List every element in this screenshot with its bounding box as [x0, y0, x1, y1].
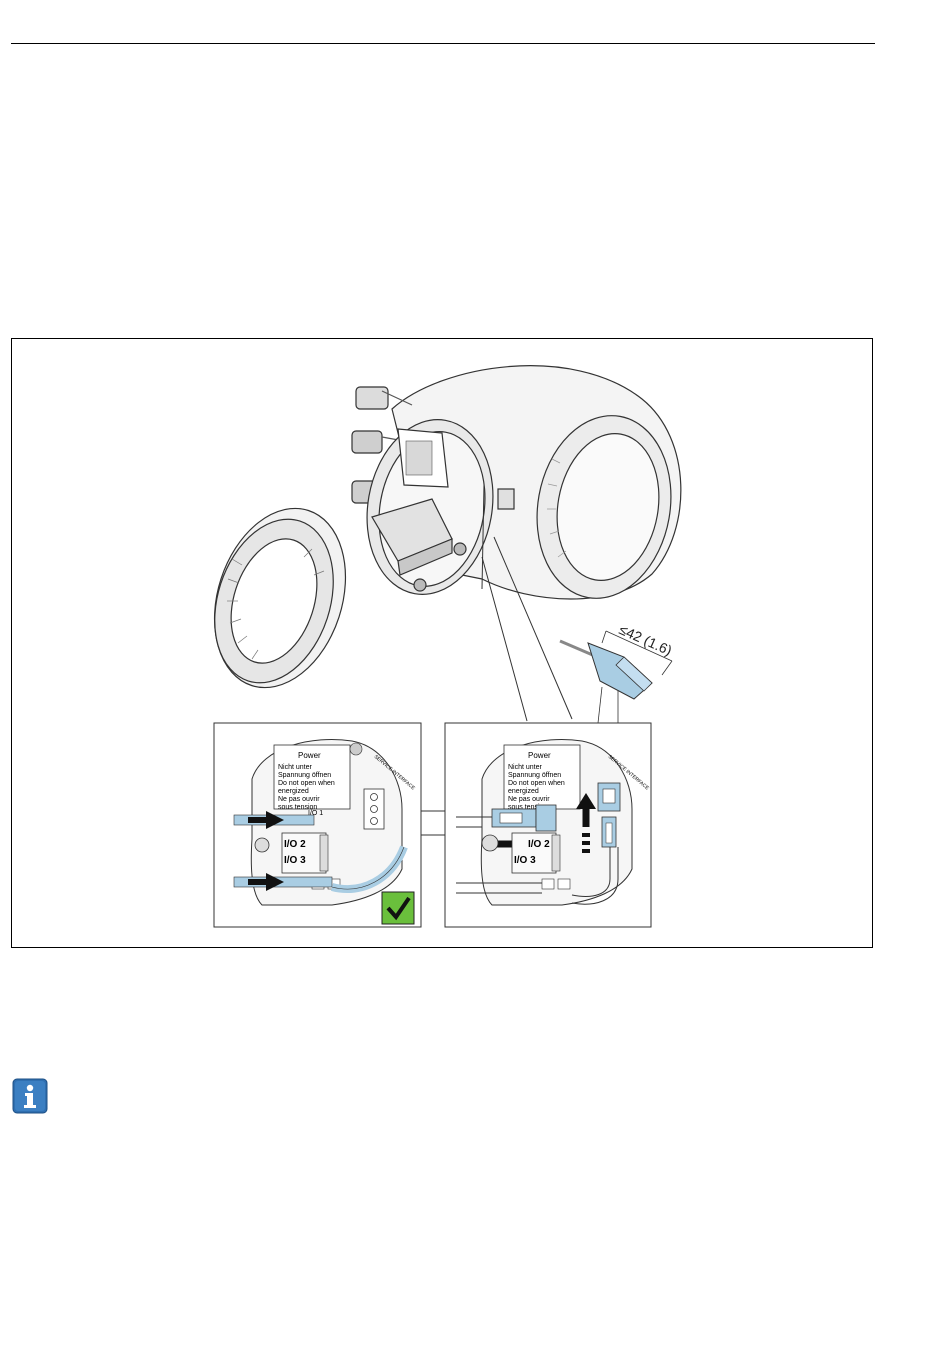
device-illustration: ≤42 (1.6) Power Nicht unter Spannung öff…	[12, 339, 874, 949]
detail-panel-right: Power Nicht unter Spannung öffnen Do not…	[421, 723, 651, 927]
io-label: I/O 3	[284, 855, 306, 866]
power-label-line: Nicht unter	[278, 764, 313, 771]
io-label: I/O 2	[284, 839, 306, 850]
power-label-title: Power	[298, 751, 321, 760]
io-label: I/O 2	[528, 839, 550, 850]
power-label-line: Spannung öffnen	[278, 772, 331, 779]
info-icon	[12, 1078, 48, 1114]
detail-panel-left: Power Nicht unter Spannung öffnen Do not…	[214, 723, 421, 927]
power-label-line: Ne pas ouvrir	[508, 796, 550, 803]
power-label-line: Spannung öffnen	[508, 772, 561, 779]
power-label-line: energized	[508, 788, 539, 795]
io-label: I/O 3	[514, 855, 536, 866]
power-label-title: Power	[528, 751, 551, 760]
transmitter-housing	[352, 366, 685, 609]
figure-frame: ≤42 (1.6) Power Nicht unter Spannung öff…	[11, 338, 873, 948]
header-rule	[11, 43, 875, 44]
removed-cover	[193, 491, 368, 704]
power-label-line: Nicht unter	[508, 764, 543, 771]
checkmark-icon	[382, 892, 414, 924]
power-label-line: energized	[278, 788, 309, 795]
power-label-line: Do not open when	[278, 780, 335, 787]
power-label-line: Ne pas ouvrir	[278, 796, 320, 803]
power-label-line: Do not open when	[508, 780, 565, 787]
